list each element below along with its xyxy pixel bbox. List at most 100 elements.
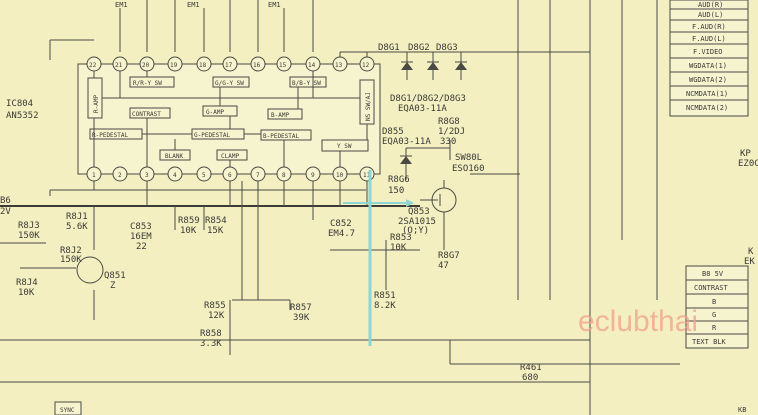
pin-number: 9	[311, 172, 315, 179]
watermark: eclubthai	[578, 305, 698, 338]
label-d8g3: D8G3	[436, 43, 458, 53]
connector-table-label: TEXT BLK	[692, 338, 727, 346]
label-r8j4-value: 10K	[18, 288, 35, 298]
top-label-2: EM1	[187, 1, 200, 9]
label-r858-value: 3.3K	[200, 339, 222, 349]
connector-table-label: G	[712, 311, 716, 319]
pin-number: 22	[89, 62, 97, 69]
connector-label: F.AUD(R)	[692, 23, 726, 31]
label-ek: EK	[744, 257, 755, 267]
bottom-right-connector-table: B8 5V CONTRAST B G R TEXT BLK	[685, 265, 749, 349]
label-diode-group: D8G1/D8G2/D8G3	[390, 94, 466, 104]
ic-pin	[112, 166, 128, 182]
connector-table-label: B	[712, 298, 716, 306]
connector-label: AUD(L)	[698, 11, 723, 19]
pin-number: 13	[335, 62, 343, 69]
label-q853: Q853	[408, 207, 430, 217]
connector-label: NCMDATA(1)	[686, 90, 728, 98]
pin-number: 8	[282, 172, 286, 179]
label-r859: R859	[178, 216, 200, 226]
pin-number: 19	[170, 62, 178, 69]
pin-number: 7	[256, 172, 260, 179]
label-r8j3-value: 150K	[18, 231, 40, 241]
pin-number: 1	[92, 172, 96, 179]
ic-block-label: CLAMP	[221, 153, 239, 160]
label-r8g8-power: 1/2DJ	[438, 127, 465, 137]
label-r8g8: R8G8	[438, 117, 460, 127]
ic-block-label: R-AMP	[93, 95, 100, 113]
ic-part: AN5352	[6, 111, 39, 121]
label-k: K	[748, 247, 754, 257]
pin-number: 4	[173, 172, 177, 179]
label-r8j1-value: 5.6K	[66, 222, 88, 232]
diode-d8g3	[455, 52, 467, 80]
sync-box	[54, 401, 82, 415]
label-sw801: SW80L	[455, 153, 482, 163]
ic-pin	[167, 166, 183, 182]
connector-table-label: B8 5V	[702, 270, 724, 278]
label-r8g6-value: 150	[388, 186, 404, 196]
ic-block-label: G-AMP	[206, 109, 224, 116]
right-connector-list: AUD(R) AUD(L) F.AUD(R) F.AUD(L) F.VIDEO …	[669, 0, 749, 117]
label-c853: C853	[130, 222, 152, 232]
diode-d8g2	[427, 52, 439, 80]
ic-pin	[196, 166, 212, 182]
ic-block-rry-sw	[129, 76, 175, 88]
label-q851-grade: Z	[110, 281, 116, 291]
ic-block-b-pedestal	[260, 129, 312, 141]
ic-pin	[222, 56, 238, 72]
label-r8g7: R8G7	[438, 251, 460, 261]
diode-d855	[400, 148, 412, 180]
ic-block-label: CONTRAST	[132, 111, 161, 118]
pin-number: 2	[118, 172, 122, 179]
label-ez: EZ0C	[738, 159, 758, 169]
ic-block-label: NS SW/AJ	[365, 92, 372, 121]
top-label-1: EM1	[115, 1, 128, 9]
label-c852: C852	[330, 219, 352, 229]
label-q853-grade: (O;Y)	[402, 226, 429, 236]
label-r8j2-value: 150K	[60, 255, 82, 265]
connector-label: AUD(R)	[698, 1, 723, 9]
label-r854: R854	[205, 216, 227, 226]
label-c852-value: EM4.7	[328, 229, 355, 239]
pin-number: 21	[115, 62, 123, 69]
label-r851: R851	[374, 291, 396, 301]
connector-label: WGDATA(1)	[689, 62, 727, 70]
label-c853-value: 22	[136, 242, 147, 252]
ic-pin	[276, 56, 292, 72]
diode-d8g1	[401, 52, 413, 80]
connector-table-label: CONTRAST	[694, 284, 729, 292]
ic-block-label: G/G-Y SW	[215, 80, 244, 87]
ic-block-label: Y SW	[337, 143, 352, 150]
ic-block-label: B-PEDESTAL	[263, 133, 300, 140]
ic-block-clamp	[216, 149, 248, 161]
pin-number: 12	[362, 62, 370, 69]
label-r8j4: R8J4	[16, 278, 38, 288]
label-c853-rating: 16EM	[130, 232, 152, 242]
label-d8g2: D8G2	[408, 43, 430, 53]
label-r855: R855	[204, 301, 226, 311]
ic-block-label: B-AMP	[271, 112, 289, 119]
label-d8g1: D8G1	[378, 43, 400, 53]
label-r853: R853	[390, 233, 412, 243]
label-r857-value: 39K	[293, 313, 310, 323]
ic-block-label: B/B-Y SW	[292, 80, 321, 87]
label-r858: R858	[200, 329, 222, 339]
label-q853-part: 2SA1015	[398, 217, 436, 227]
label-sync: SYNC	[60, 407, 75, 414]
pin-number: 6	[228, 172, 232, 179]
ic-block-label: R-PEDESTAL	[92, 132, 129, 139]
ic-pin	[250, 56, 266, 72]
label-r8g7-value: 47	[438, 261, 449, 271]
connector-table-label: R	[712, 324, 717, 332]
pin-number: 17	[225, 62, 233, 69]
connector-label: F.VIDEO	[693, 48, 723, 56]
pin-number: 10	[336, 172, 344, 179]
label-r854-value: 15K	[207, 226, 224, 236]
ic-top-pins: 22 21 20 19 18 17 16 15 14 13 12	[86, 56, 375, 72]
ic-block-label: BLANK	[165, 153, 183, 160]
pin-number: 5	[202, 172, 206, 179]
label-r859-value: 10K	[180, 226, 197, 236]
